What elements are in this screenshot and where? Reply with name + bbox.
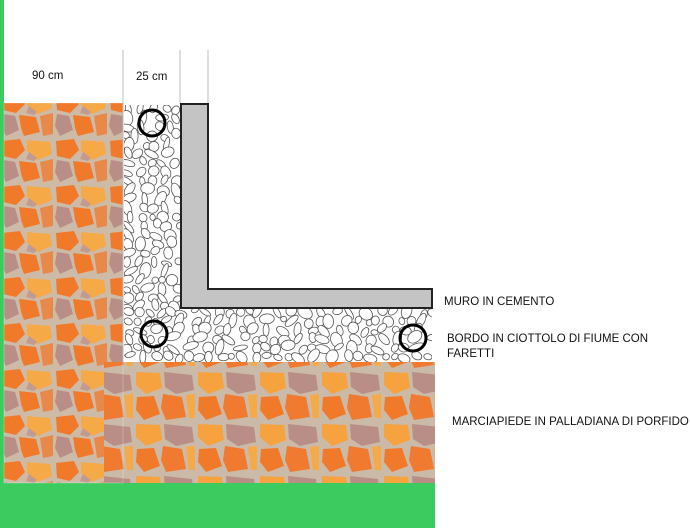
label-marciapiede: MARCIAPIEDE IN PALLADIANA DI PORFIDO <box>452 416 689 428</box>
spotlights <box>137 108 428 353</box>
lawn-left-strip <box>0 0 4 528</box>
pebble-border <box>124 105 432 362</box>
dimension-25cm: 25 cm <box>136 71 168 83</box>
porphyry-paving <box>3 102 435 484</box>
dimension-90cm: 90 cm <box>32 70 64 82</box>
label-muro-in-cemento: MURO IN CEMENTO <box>444 296 555 308</box>
concrete-wall <box>180 103 433 309</box>
lawn-bottom <box>0 483 435 528</box>
spotlight-top <box>137 108 167 138</box>
label-bordo-ciottolo: BORDO IN CIOTTOLO DI FIUME CON FARETTI <box>447 333 649 360</box>
spotlight-right <box>398 323 428 353</box>
spotlight-middle <box>139 319 169 349</box>
dimension-lines <box>122 50 209 362</box>
